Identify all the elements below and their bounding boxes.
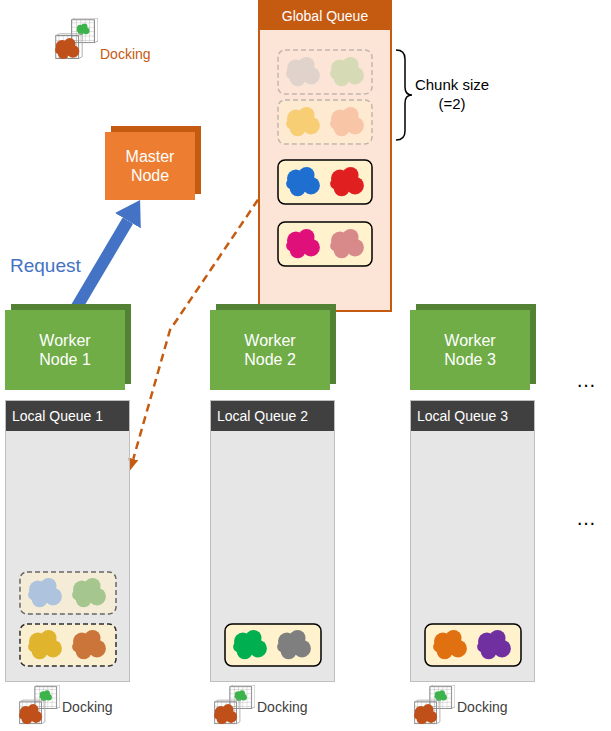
label-box: Docking (62, 699, 113, 717)
node-label: Worker Node 3 (430, 331, 510, 369)
label-box: Docking (457, 699, 508, 717)
chunk (278, 50, 372, 94)
local-queue: Local Queue 3 (410, 400, 535, 682)
node-box: Worker Node 2 (210, 310, 330, 390)
node-box: Worker Node 3 (410, 310, 530, 390)
caption-label: Docking (257, 699, 308, 717)
queue-ground (258, 0, 392, 312)
request-arrow (75, 221, 128, 310)
label-box: Docking (257, 699, 308, 717)
queue-heading: Local Queue 1 (6, 401, 129, 431)
chunk (425, 624, 521, 666)
queue-ground (410, 400, 535, 682)
chunk (20, 624, 116, 666)
chunk (20, 572, 116, 614)
edge-label-box: Request (8, 255, 83, 277)
label-box: Docking (100, 46, 151, 64)
chunk (278, 160, 372, 204)
label-box: … (576, 506, 596, 531)
ellipsis: … (576, 368, 596, 393)
chunk (278, 100, 372, 144)
local-queue: Local Queue 2 (210, 400, 335, 682)
node-box: Worker Node 1 (5, 310, 125, 390)
chunk (278, 222, 372, 266)
node-label: Worker Node 2 (230, 331, 310, 369)
global-queue: Global Queue (258, 0, 392, 312)
node-label: Master Node (115, 147, 185, 185)
ellipsis: … (576, 506, 596, 531)
queue-ground (210, 400, 335, 682)
queue-heading: Local Queue 2 (211, 401, 334, 431)
chunk (225, 624, 321, 666)
queue-ground (5, 400, 130, 682)
caption-label: Docking (457, 699, 508, 717)
caption-label: Docking (100, 46, 151, 64)
docking-icon (214, 685, 255, 724)
docking-icon (55, 18, 98, 59)
caption-label: Chunk size (=2) (410, 76, 494, 114)
node-box: Master Node (105, 132, 195, 200)
caption-label: Docking (62, 699, 113, 717)
label-box: … (576, 368, 596, 393)
node-label: Worker Node 1 (25, 331, 105, 369)
queue-heading: Global Queue (260, 2, 390, 30)
label-box: Chunk size (=2) (410, 76, 494, 114)
queue-heading: Local Queue 3 (411, 401, 534, 431)
docking-icon (414, 685, 455, 724)
bracket (396, 50, 412, 140)
edge-label: Request (8, 255, 83, 277)
docking-icon (19, 685, 60, 724)
local-queue: Local Queue 1 (5, 400, 130, 682)
